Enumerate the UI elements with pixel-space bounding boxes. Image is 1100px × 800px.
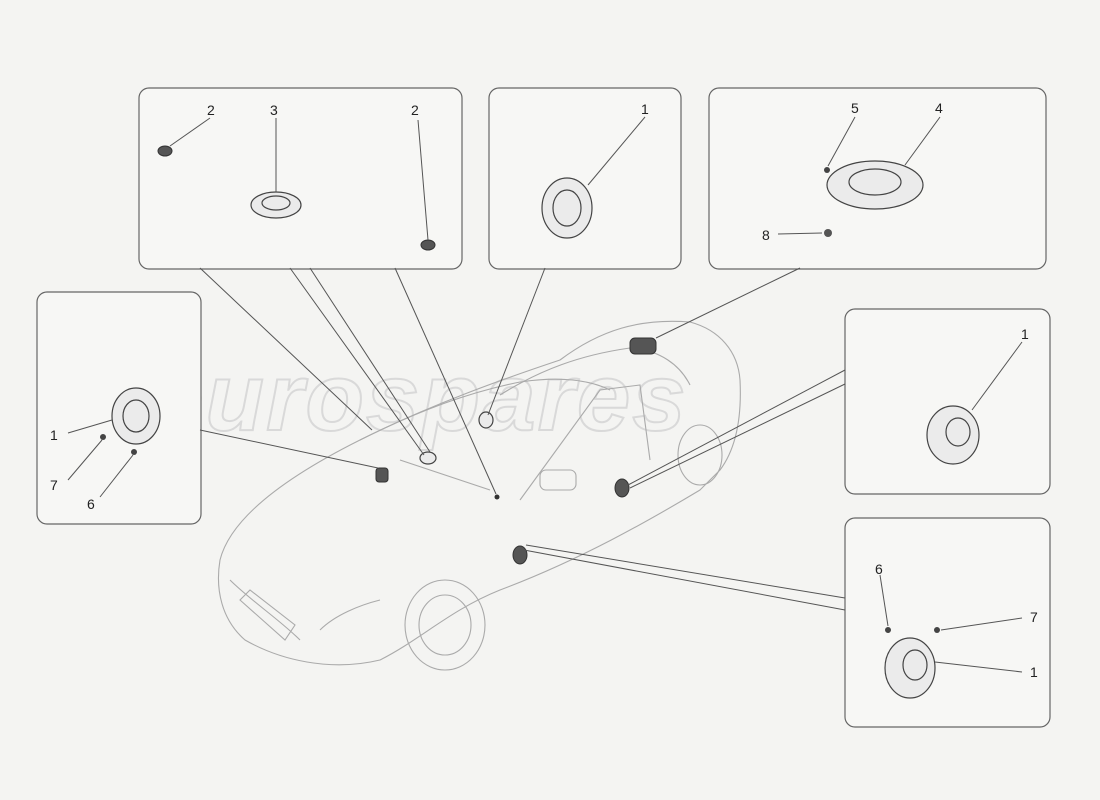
callout-label: 7 xyxy=(1030,609,1038,625)
subwoofer-cone-icon xyxy=(848,168,902,196)
panel-frame xyxy=(844,308,1051,495)
rear-door-speaker-icon xyxy=(614,478,630,498)
center-speaker-cone-icon xyxy=(261,195,291,211)
screw-icon xyxy=(131,449,137,455)
callout-label: 4 xyxy=(935,100,943,116)
dash-speaker-icon xyxy=(478,411,494,429)
a-pillar-tweeter-icon xyxy=(375,467,389,483)
callout-label: 1 xyxy=(641,101,649,117)
clip-icon xyxy=(934,627,940,633)
dash-center-point-icon xyxy=(494,494,500,500)
clip-icon xyxy=(100,434,106,440)
speaker-magnet-icon xyxy=(902,649,928,681)
panel-dash-speaker: 1 xyxy=(487,87,682,416)
panel-rear-door-speaker: 1 xyxy=(627,308,1051,495)
callout-label: 6 xyxy=(875,561,883,577)
panel-rear-shelf-speaker: 5 4 8 xyxy=(655,87,1047,339)
callout-label: 7 xyxy=(50,477,58,493)
panel-frame xyxy=(844,517,1051,728)
callout-label: 1 xyxy=(50,427,58,443)
callout-label: 2 xyxy=(207,102,215,118)
callout-label: 2 xyxy=(411,102,419,118)
rear-shelf-speaker-icon xyxy=(629,337,657,355)
tweeter-icon xyxy=(420,239,436,251)
panel-front-door-lower-speaker: 6 7 1 xyxy=(523,517,1051,728)
speaker-cone-icon xyxy=(552,189,582,227)
panel-frame xyxy=(488,87,682,270)
tweeter-icon xyxy=(157,145,173,157)
callout-label: 1 xyxy=(1021,326,1029,342)
dash-tweeter-icon xyxy=(419,451,437,465)
panel-dash-tweeters: 2 3 2 xyxy=(138,87,497,495)
callout-label: 3 xyxy=(270,102,278,118)
callout-label: 6 xyxy=(87,496,95,512)
front-door-speaker-icon xyxy=(512,545,528,565)
nut-icon xyxy=(824,229,832,237)
callout-label: 5 xyxy=(851,100,859,116)
speaker-cone-icon xyxy=(122,399,150,433)
screw-icon xyxy=(885,627,891,633)
panel-frame xyxy=(138,87,463,270)
panel-front-door-upper-speaker: 1 7 6 xyxy=(36,291,379,525)
screw-icon xyxy=(824,167,830,173)
speaker-magnet-icon xyxy=(945,417,971,447)
car-illustration xyxy=(217,320,741,671)
callout-label: 8 xyxy=(762,227,770,243)
callout-label: 1 xyxy=(1030,664,1038,680)
